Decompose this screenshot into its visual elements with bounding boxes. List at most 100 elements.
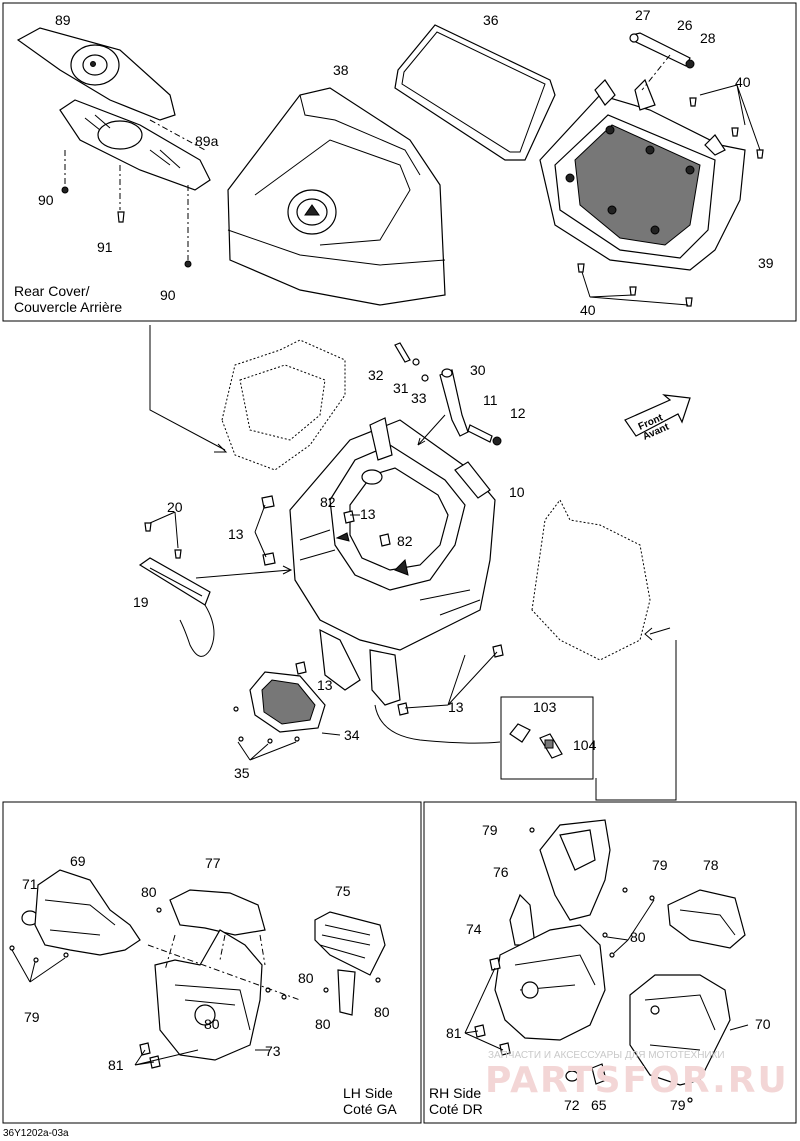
figure-code: 36Y1202a-03a [3,1128,69,1139]
part-38-rear-cover [227,87,446,306]
label-65: 65 [591,1097,607,1113]
part-89a-mirror-base [59,99,211,191]
label-81: 81 [108,1057,124,1073]
part-19-light-bar [138,557,215,657]
fasteners-upper-icon [394,342,502,446]
screw-91-icon [117,211,125,223]
label-70: 70 [755,1016,771,1032]
label-20: 20 [167,499,183,515]
part-78-rh-shield [667,889,746,949]
watermark-brand: PARTSFOR.RU [485,1060,789,1101]
nut-90b-icon [184,260,192,268]
part-89-mirror-bracket [16,27,176,121]
label-90: 90 [160,287,176,303]
label-82: 82 [320,494,336,510]
label-77: 77 [205,855,221,871]
ghost-cover-right [531,499,651,661]
label-80: 80 [315,1016,331,1032]
label-82: 82 [397,533,413,549]
label-80: 80 [630,929,646,945]
ghost-cover-left [221,339,346,471]
pointer-arrow-right [644,627,653,641]
label-13: 13 [228,526,244,542]
caption-lh-side: LH Side [343,1085,393,1101]
label-103: 103 [533,699,557,715]
label-19: 19 [133,594,149,610]
caption-rh-side-fr: Coté DR [429,1101,483,1117]
label-80: 80 [141,884,157,900]
part-74-rh-side [509,893,536,946]
label-72: 72 [564,1097,580,1113]
front-arrow-icon [624,394,691,437]
label-76: 76 [493,864,509,880]
label-13: 13 [317,677,333,693]
part-36-seal [394,24,556,161]
label-79: 79 [670,1097,686,1113]
label-26: 26 [677,17,693,33]
rear-cover-panel [2,2,797,322]
label-34: 34 [344,727,360,743]
label-11: 11 [483,392,498,408]
part-65-clip-icon [591,1063,607,1085]
caption-lh-side-fr: Coté GA [343,1101,397,1117]
part-34-gauge-bezel [249,671,326,733]
label-38: 38 [333,62,349,78]
label-80: 80 [204,1016,220,1032]
label-30: 30 [470,362,486,378]
pointer-arrow [214,443,228,453]
label-91: 91 [97,239,113,255]
label-39: 39 [758,255,774,271]
nut-90a-icon [61,186,69,194]
label-79: 79 [24,1009,40,1025]
caption-rear-cover: Rear Cover/ [14,283,90,299]
label-74: 74 [466,921,482,937]
part-73-lh-housing [154,929,263,1061]
label-89a: 89a [195,133,219,149]
label-69: 69 [70,853,86,869]
label-10: 10 [509,484,525,500]
label-80: 80 [374,1004,390,1020]
part-39-display-housing [539,78,746,271]
label-33: 33 [411,390,427,406]
rh-side-panel [423,801,797,1124]
label-81: 81 [446,1025,462,1041]
label-79: 79 [652,857,668,873]
label-32: 32 [368,367,384,383]
label-80: 80 [298,970,314,986]
part-72-grommet-icon [565,1070,579,1082]
part-70-rh-cover [629,974,731,1086]
clip-13-icon [261,495,275,509]
part-rh-housing [494,924,606,1041]
part-77-lh-duct [169,889,266,936]
watermark-tagline: ЗАПЧАСТИ И АКСЕССУАРЫ ДЛЯ МОТОТЕХНИКИ [488,1050,725,1061]
label-13: 13 [360,506,376,522]
part-103-relay-clip [509,723,531,743]
label-90: 90 [38,192,54,208]
label-31: 31 [393,380,409,396]
label-36: 36 [483,12,499,28]
part-76-rh-upper [539,819,611,921]
label-35: 35 [234,765,250,781]
label-40: 40 [735,74,751,90]
caption-rh-side: RH Side [429,1085,481,1101]
label-71: 71 [22,876,38,892]
caption-rear-cover-fr: Couvercle Arrière [14,299,122,315]
label-27: 27 [635,7,651,23]
label-89: 89 [55,12,71,28]
label-12: 12 [510,405,526,421]
bolt-26-27-28-icon [629,32,695,69]
label-104: 104 [573,737,597,753]
screw-40-icon [689,97,697,107]
relay-inset-box [500,696,594,780]
part-75-lh-grille [314,911,386,1016]
part-104-relay [539,733,563,759]
label-75: 75 [335,883,351,899]
label-13: 13 [448,699,464,715]
label-73: 73 [265,1043,281,1059]
lh-side-panel [2,801,422,1124]
label-28: 28 [700,30,716,46]
part-10-main-frame [289,417,496,706]
label-40: 40 [580,302,596,318]
label-79: 79 [482,822,498,838]
